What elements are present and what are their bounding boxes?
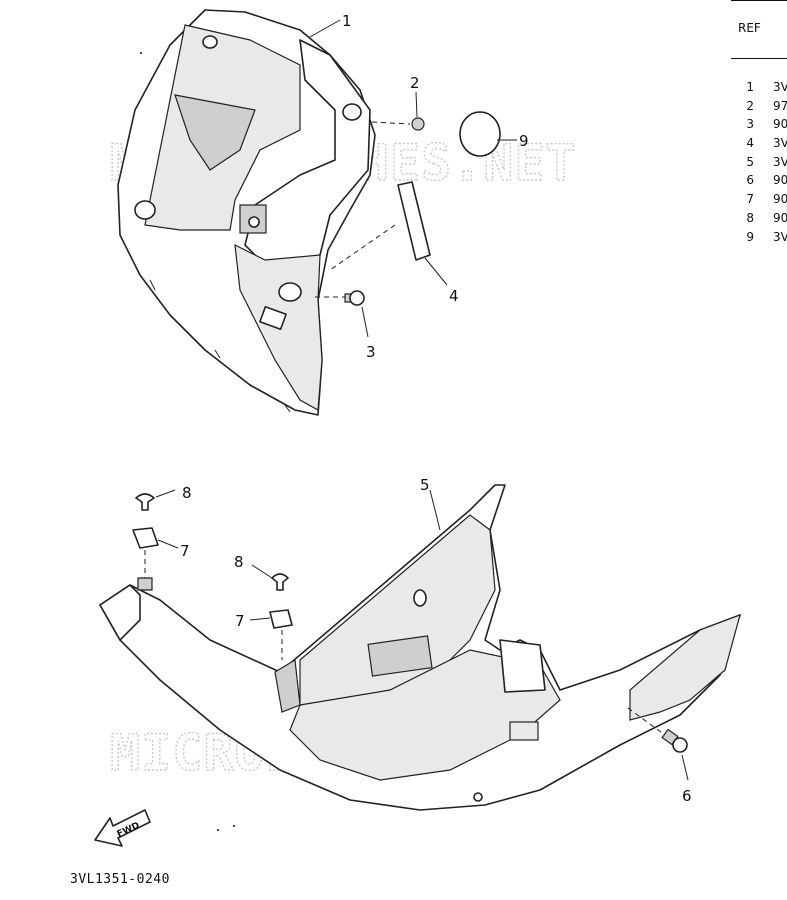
ref-header: REF xyxy=(738,21,761,35)
ref-number: 9 xyxy=(746,229,754,244)
fwd-arrow-icon: FWD xyxy=(94,809,151,847)
callout-8b: 8 xyxy=(234,553,244,571)
callout-7b: 7 xyxy=(235,612,245,630)
part-code: 3V xyxy=(773,154,787,169)
bracket-4 xyxy=(329,181,448,286)
reference-table: REF 1 3V 2 97 3 90 4 3V 5 3V 6 90 7 90 8 90 9 3V xyxy=(727,0,787,260)
screw-2 xyxy=(371,91,425,131)
clip-7a xyxy=(132,527,179,591)
callout-3: 3 xyxy=(366,343,376,361)
screw-8b xyxy=(251,564,289,591)
bolt-6 xyxy=(627,707,689,781)
callout-8a: 8 xyxy=(182,484,192,502)
part-code: 3V xyxy=(773,136,787,151)
part-code: 3V xyxy=(773,80,787,94)
diagram-code: 3VL1351-0240 xyxy=(70,872,170,887)
ref-number: 5 xyxy=(746,154,754,169)
callout-2: 2 xyxy=(410,74,420,92)
callout-9: 9 xyxy=(519,132,529,150)
part-code: 90 xyxy=(773,210,787,225)
ref-number: 7 xyxy=(746,192,754,207)
clip-7b xyxy=(249,609,293,660)
floor-board-part xyxy=(99,484,741,811)
callout-6: 6 xyxy=(682,787,692,805)
ref-number: 2 xyxy=(746,98,754,113)
screw-8a xyxy=(135,489,176,511)
callout-1: 1 xyxy=(342,12,352,30)
callout-7a: 7 xyxy=(180,542,190,560)
callout-4: 4 xyxy=(449,287,459,305)
part-code: 97 xyxy=(773,98,787,113)
callout-5: 5 xyxy=(420,476,430,494)
ref-number: 4 xyxy=(746,136,754,151)
cap-9 xyxy=(459,111,517,157)
ref-number: 3 xyxy=(746,117,754,132)
part-code: 3V xyxy=(773,229,787,244)
table-header-rule xyxy=(731,58,787,59)
bolt-3 xyxy=(315,290,369,338)
ref-number: 8 xyxy=(746,210,754,225)
ref-number: 6 xyxy=(746,173,754,188)
leg-shield-part xyxy=(117,9,376,416)
part-code: 90 xyxy=(773,117,787,132)
part-code: 90 xyxy=(773,173,787,188)
part-code: 90 xyxy=(773,192,787,207)
leader-5 xyxy=(429,489,441,531)
ref-number: 1 xyxy=(746,80,754,94)
leader-1 xyxy=(309,19,341,38)
table-top-rule xyxy=(731,0,787,1)
